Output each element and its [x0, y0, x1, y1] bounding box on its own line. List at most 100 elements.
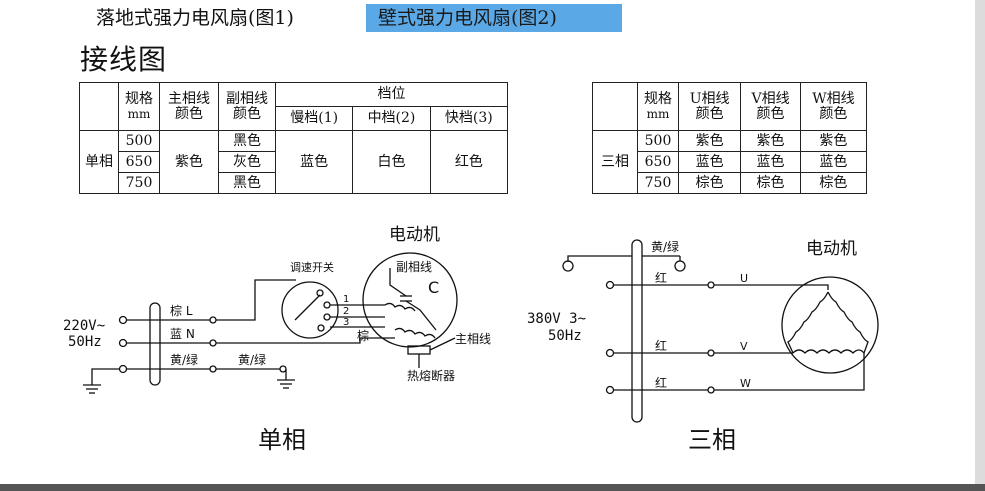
v-color-cell: 棕色: [740, 172, 801, 194]
aux-winding: [384, 302, 416, 312]
switch-pos-2: 2: [343, 306, 349, 317]
switch-label: 调速开关: [290, 260, 334, 274]
page-edge: [975, 0, 985, 491]
v-line-header-text: V相线: [751, 90, 790, 107]
main-winding-label: 主相线: [455, 332, 491, 346]
terminal: [323, 301, 331, 309]
fuse-label: 热熔断器: [407, 368, 455, 383]
single-phase-diagram: [83, 252, 458, 394]
brown-motor-label: 棕: [357, 328, 369, 343]
terminal: [316, 289, 324, 297]
three-phase-caption: 三相: [688, 426, 736, 454]
connector-bar-3ph: [631, 239, 643, 423]
switch-pos-3: 3: [343, 317, 349, 328]
ground-symbol: [562, 260, 574, 272]
main-line-pointer: [429, 337, 456, 351]
motor-label: 电动机: [389, 225, 440, 245]
w-line-header-sub: 颜色: [819, 105, 848, 122]
connector-bar: [149, 302, 161, 386]
w-line-header-text: W相线: [812, 90, 855, 107]
wire-ground2-label: 黄/绿: [238, 352, 266, 367]
speed-slow-header: 慢档(1): [274, 106, 354, 131]
terminal: [118, 315, 128, 325]
terminal: [323, 313, 331, 321]
supply-voltage-3ph: 380V 3~: [527, 311, 586, 327]
phase-u-label: U: [740, 272, 748, 285]
spec-header-text: 规格: [644, 90, 672, 107]
speed-fast-header: 快档(3): [429, 106, 509, 131]
capacitor-lead: [389, 268, 407, 297]
terminal: [605, 280, 615, 290]
bottom-band: [0, 484, 985, 491]
spec-unit: mm: [127, 106, 151, 121]
aux-line-header-text: 副相线: [226, 90, 268, 107]
wire-red-u: 红: [655, 270, 667, 285]
single-phase-caption: 单相: [258, 426, 306, 454]
main-line-header-sub: 颜色: [175, 105, 203, 122]
supply-freq-3ph: 50Hz: [548, 328, 582, 344]
tab-floor-fan[interactable]: 落地式强力电风扇(图1): [96, 7, 294, 29]
terminal: [317, 324, 325, 332]
motor-single: [362, 252, 458, 348]
size-cell: 500: [637, 130, 679, 152]
speed-header: 档位: [275, 82, 508, 107]
supply-freq: 50Hz: [68, 334, 102, 350]
terminal: [707, 349, 715, 357]
terminal: [707, 281, 715, 289]
winding-uv: [787, 291, 829, 354]
terminal: [209, 365, 217, 373]
switch-pos-1: 1: [343, 294, 349, 305]
wire-ground-label: 黄/绿: [170, 352, 198, 367]
spec-header: 规格 mm: [118, 82, 160, 131]
ground-wire-label: 黄/绿: [651, 239, 679, 254]
mid-color-cell: 白色: [352, 130, 431, 194]
capacitor-lead: [405, 300, 437, 331]
terminal: [605, 385, 615, 395]
main-line-header-text: 主相线: [168, 90, 210, 107]
tab-wall-fan[interactable]: 壁式强力电风扇(图2): [366, 4, 622, 32]
capacitor-label: C: [428, 278, 439, 297]
size-cell: 500: [118, 130, 160, 152]
wire-blue-label: 蓝 N: [170, 327, 195, 341]
wire-brown-label: 棕 L: [170, 303, 193, 318]
wire-neutral: [216, 337, 395, 344]
terminal: [209, 316, 217, 324]
w-color-cell: 紫色: [799, 130, 868, 152]
size-cell: 750: [118, 172, 160, 194]
single-phase-table: 规格 mm 主相线 颜色 副相线 颜色 档位 慢档(1) 中档(2) 快档(3)…: [79, 82, 509, 194]
wire-red-v: 红: [655, 338, 667, 353]
aux-line-header: 副相线 颜色: [218, 82, 276, 131]
slow-color-cell: 蓝色: [274, 130, 354, 194]
ground-wire: [567, 255, 632, 262]
winding-uw: [827, 291, 869, 354]
fast-color-cell: 红色: [429, 130, 509, 194]
ground-wire-left: [91, 368, 119, 385]
row-label-three: 三相: [592, 130, 638, 194]
wire-to-switch: [216, 279, 296, 321]
terminal: [118, 364, 128, 374]
three-phase-labels: 电动机 黄/绿 380V 3~ 50Hz 红 红 红 U V W 三相: [527, 239, 857, 454]
single-phase-labels: 电动机 调速开关 副相线 C 220V~ 50Hz 棕 L 蓝 N 黄/绿 黄/…: [63, 225, 491, 454]
wire-red-w: 红: [655, 375, 667, 390]
winding-vw: [792, 349, 865, 354]
w-line-header: W相线 颜色: [799, 82, 868, 131]
v-line-header: V相线 颜色: [740, 82, 801, 131]
main-winding: [394, 327, 436, 339]
aux-color-cell: 黑色: [218, 172, 276, 194]
u-line-header-text: U相线: [689, 90, 730, 107]
three-phase-table: 规格 mm U相线 颜色 V相线 颜色 W相线 颜色 三相 500 紫色 紫色 …: [592, 82, 868, 194]
wire-w-out: [714, 353, 865, 391]
phase-v-label: V: [740, 340, 748, 353]
terminal: [707, 386, 715, 394]
terminal: [279, 365, 287, 373]
speed-switch[interactable]: [281, 281, 339, 339]
u-color-cell: 棕色: [677, 172, 742, 194]
motor-three: [781, 276, 879, 374]
aux-color-cell: 灰色: [218, 151, 276, 173]
ground-symbol: [674, 260, 686, 272]
spec-header-text: 规格: [125, 90, 153, 107]
v-color-cell: 蓝色: [740, 151, 801, 173]
three-phase-diagram: [562, 239, 879, 423]
wiring-diagrams: 电动机 调速开关 副相线 C 220V~ 50Hz 棕 L 蓝 N 黄/绿 黄/…: [63, 225, 879, 454]
